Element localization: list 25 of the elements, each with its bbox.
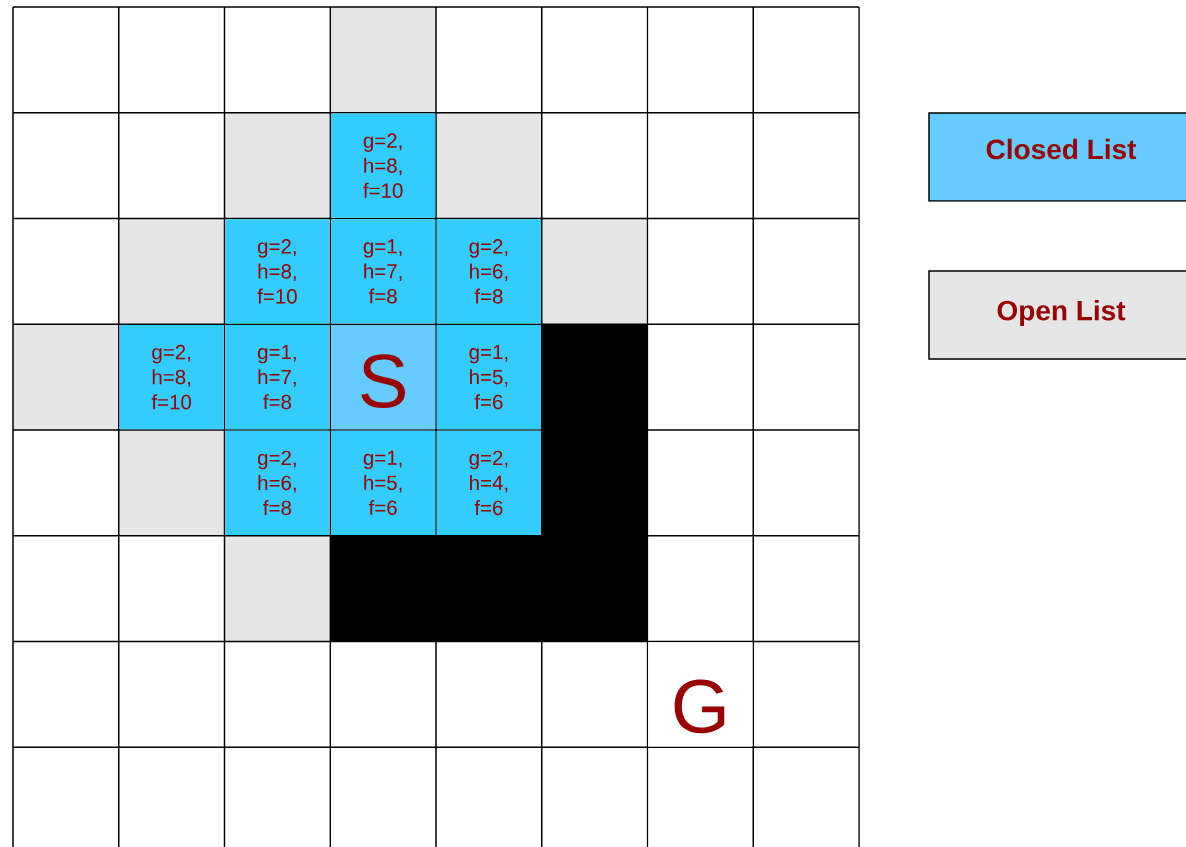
legend-item: Open List xyxy=(928,270,1186,360)
node-label: g=2, h=8, f=10 xyxy=(257,239,297,304)
closed-cell: g=2, h=8, f=10 xyxy=(119,325,224,430)
closed-cell: g=1, h=7, f=8 xyxy=(331,219,436,324)
node-label: g=2, h=8, f=10 xyxy=(363,133,403,198)
node-label: g=1, h=5, f=6 xyxy=(363,450,402,516)
node-label: g=1, h=7, f=8 xyxy=(258,344,296,410)
node-label: g=2, h=6, f=8 xyxy=(258,450,296,516)
legend-item: Closed List xyxy=(928,112,1186,202)
node-label: g=2, h=4, f=6 xyxy=(469,450,508,516)
closed-cell: g=1, h=7, f=8 xyxy=(225,325,330,430)
start-cell: S xyxy=(331,325,436,430)
goal-cell: G xyxy=(648,642,753,747)
node-label: g=1, h=5, f=6 xyxy=(469,344,508,410)
closed-cell: g=1, h=5, f=6 xyxy=(436,325,541,430)
node-label: g=2, h=6, f=8 xyxy=(469,239,508,304)
closed-cell: g=2, h=8, f=10 xyxy=(331,113,436,218)
closed-cell: g=2, h=8, f=10 xyxy=(225,219,330,324)
node-label: g=2, h=8, f=10 xyxy=(151,344,192,410)
closed-cell: g=2, h=6, f=8 xyxy=(225,430,330,535)
node-label: g=1, h=7, f=8 xyxy=(363,239,402,304)
closed-cell: g=2, h=6, f=8 xyxy=(436,219,541,324)
closed-cell: g=2, h=4, f=6 xyxy=(436,430,541,535)
closed-cell: g=1, h=5, f=6 xyxy=(331,430,436,535)
node-label: G xyxy=(674,679,725,734)
